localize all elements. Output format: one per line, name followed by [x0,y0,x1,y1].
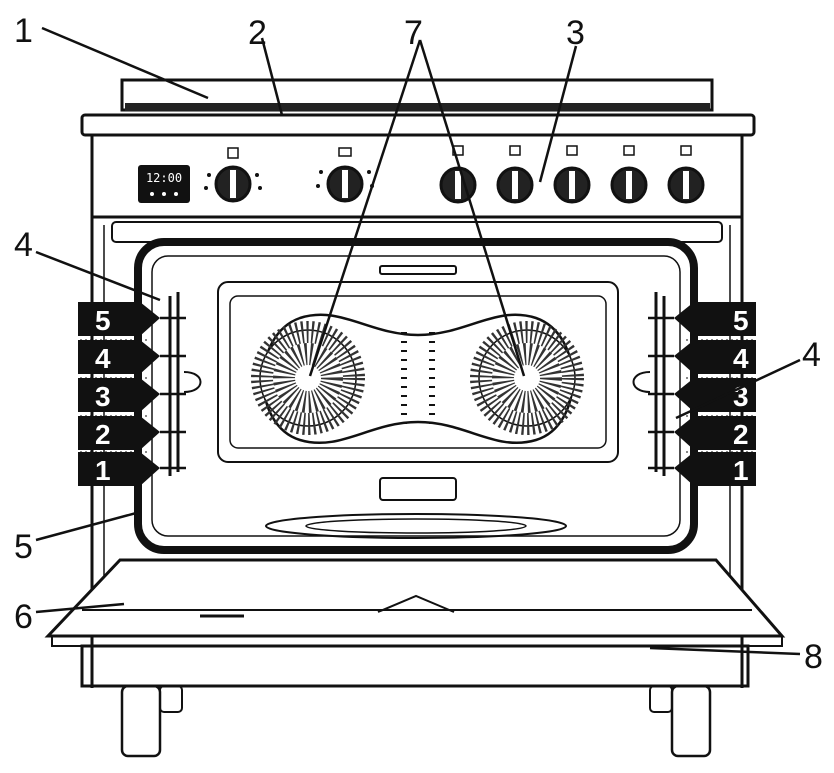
side-rails-left [160,292,202,476]
shelf-tag-right-5: 5 [674,302,756,336]
fan-cover-outline [262,313,574,445]
leader-lines [35,26,801,656]
oven-feet [120,684,712,758]
callout-hob: 1 [14,12,33,50]
shelf-tag-right-2: 2 [674,416,756,450]
fan-left [251,321,365,435]
shelf-tag-right-1-label: 1 [733,455,749,486]
shelf-tag-left-5: 5 [78,302,160,336]
burner-knob-4[interactable] [610,145,648,204]
fan-right [470,321,584,435]
callout-top-edge: 2 [248,14,267,52]
shelf-tag-left-3-label: 3 [95,381,111,412]
shelf-tags-left: 5 4 3 2 1 [78,302,160,486]
burner-knob-2[interactable] [496,145,534,204]
shelf-tag-left-4-label: 4 [95,343,111,374]
burner-knobs [439,145,705,204]
callout-drawer: 8 [804,638,823,676]
hob-top-edge [80,113,756,137]
burner-knob-5[interactable] [667,145,705,204]
shelf-tag-left-1-label: 1 [95,455,111,486]
oven-cavity [151,255,681,537]
clock-display-time: 12:00 [146,171,182,185]
burner-knob-3[interactable] [553,145,591,204]
burner-knob-1[interactable] [439,145,477,204]
callout-rails-right: 4 [802,336,821,374]
callouts: 1 2 7 3 4 4 5 6 8 [14,12,823,676]
shelf-tag-right-4-label: 4 [733,343,749,374]
shelf-tags-right: 5 4 3 2 1 [674,302,756,486]
control-panel: 12:00 [90,133,744,219]
shelf-tag-right-4: 4 [674,340,756,374]
clock-display[interactable]: 12:00 [138,165,190,203]
pan-support [125,103,710,111]
thermostat-knob[interactable] [316,147,374,203]
storage-drawer[interactable] [80,644,750,688]
callout-fans: 7 [404,14,423,52]
shelf-tag-left-2-label: 2 [95,419,111,450]
callout-seal: 5 [14,528,33,566]
shelf-tag-right-5-label: 5 [733,305,749,336]
shelf-tag-right-1: 1 [674,452,756,486]
shelf-tag-right-2-label: 2 [733,419,749,450]
callout-knob: 3 [566,14,585,52]
back-panel [217,265,619,539]
shelf-tag-left-2: 2 [78,416,160,450]
shelf-tag-left-3: 3 [78,378,160,412]
function-knob[interactable] [204,147,262,203]
shelf-tag-left-4: 4 [78,340,160,374]
callout-door: 6 [14,598,33,636]
side-rails-right [632,292,674,476]
shelf-tag-left-5-label: 5 [95,305,111,336]
oven-door[interactable] [44,558,786,647]
callout-rails-left: 4 [14,226,33,264]
shelf-tag-left-1: 1 [78,452,160,486]
